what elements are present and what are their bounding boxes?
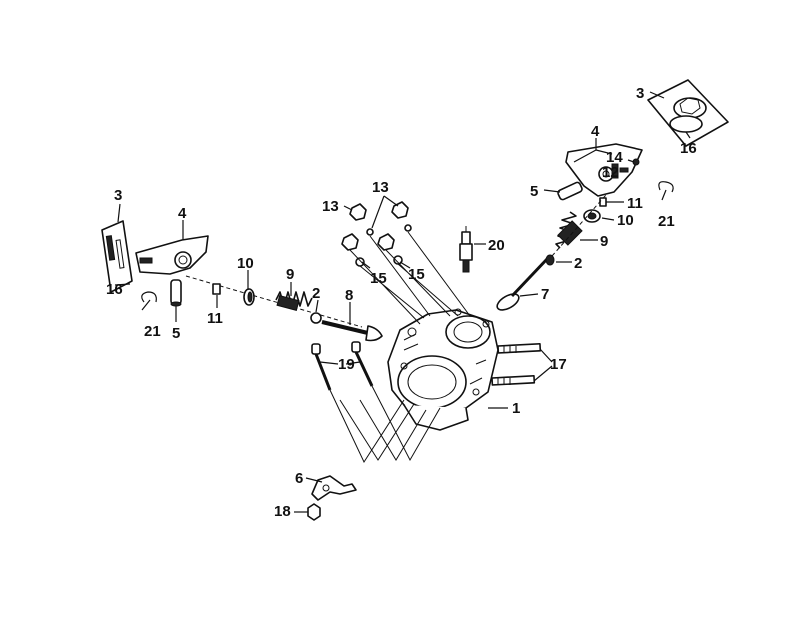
rocker-arm-left (135, 235, 209, 275)
valve-spring-left (275, 291, 313, 312)
callout-9: 9 (600, 233, 608, 250)
bracket (311, 475, 357, 501)
callout-10: 10 (617, 212, 634, 229)
head-bolts (311, 341, 374, 391)
bracket-bolt (307, 503, 321, 521)
rocker-shaft-left (170, 279, 182, 307)
callout-16: 16 (680, 140, 697, 157)
callout-11: 11 (627, 195, 643, 212)
exhaust-valve (496, 256, 550, 311)
callout-10: 10 (237, 255, 254, 272)
callout-18: 18 (274, 503, 291, 520)
head-nuts-and-washers (341, 201, 471, 325)
callout-4: 4 (178, 205, 187, 222)
valve-cotter-left (212, 283, 221, 295)
callout-8: 8 (345, 287, 353, 304)
rocker-shaft-right (557, 181, 583, 201)
rocker-arm-right (565, 143, 643, 197)
callout-21: 21 (658, 213, 675, 230)
stud-bolts (491, 343, 542, 386)
callout-15: 15 (408, 266, 425, 283)
callout-13: 13 (372, 179, 389, 196)
valve-cover-plate-left (101, 220, 133, 293)
callout-5: 5 (172, 325, 180, 342)
callout-5: 5 (530, 183, 538, 200)
valve-spring-right (555, 211, 583, 249)
valve-cover-plate-right (647, 79, 729, 147)
valve-cotter-right (599, 197, 607, 207)
callout-14: 14 (606, 149, 623, 166)
callout-9: 9 (286, 266, 294, 283)
callout-17: 17 (550, 356, 567, 373)
valve-stem-seal-left (310, 312, 322, 324)
adjust-screw-and-nut (619, 158, 640, 173)
callout-4: 4 (591, 123, 600, 140)
clip-left (141, 291, 157, 311)
intake-valve (321, 320, 383, 342)
clip-right (658, 181, 674, 201)
callout-16: 16 (106, 281, 123, 298)
callout-3: 3 (636, 85, 644, 102)
o-ring-right (669, 115, 703, 133)
callout-13: 13 (322, 198, 339, 215)
callout-2: 2 (312, 285, 320, 302)
spring-retainer-right (583, 209, 601, 223)
callout-3: 3 (114, 187, 122, 204)
callout-15: 15 (370, 270, 387, 287)
callout-1: 1 (512, 400, 520, 417)
spark-plug (459, 226, 473, 273)
callout-2: 2 (574, 255, 582, 272)
callout-7: 7 (541, 286, 549, 303)
callout-12: 12 (602, 164, 619, 181)
cylinder-head (387, 308, 499, 431)
callout-11: 11 (207, 310, 223, 327)
valve-stem-seal-right (545, 254, 555, 266)
spring-retainer-left (243, 288, 255, 306)
callout-19: 19 (338, 356, 355, 373)
callout-6: 6 (295, 470, 303, 487)
callout-20: 20 (488, 237, 505, 254)
callout-21: 21 (144, 323, 161, 340)
